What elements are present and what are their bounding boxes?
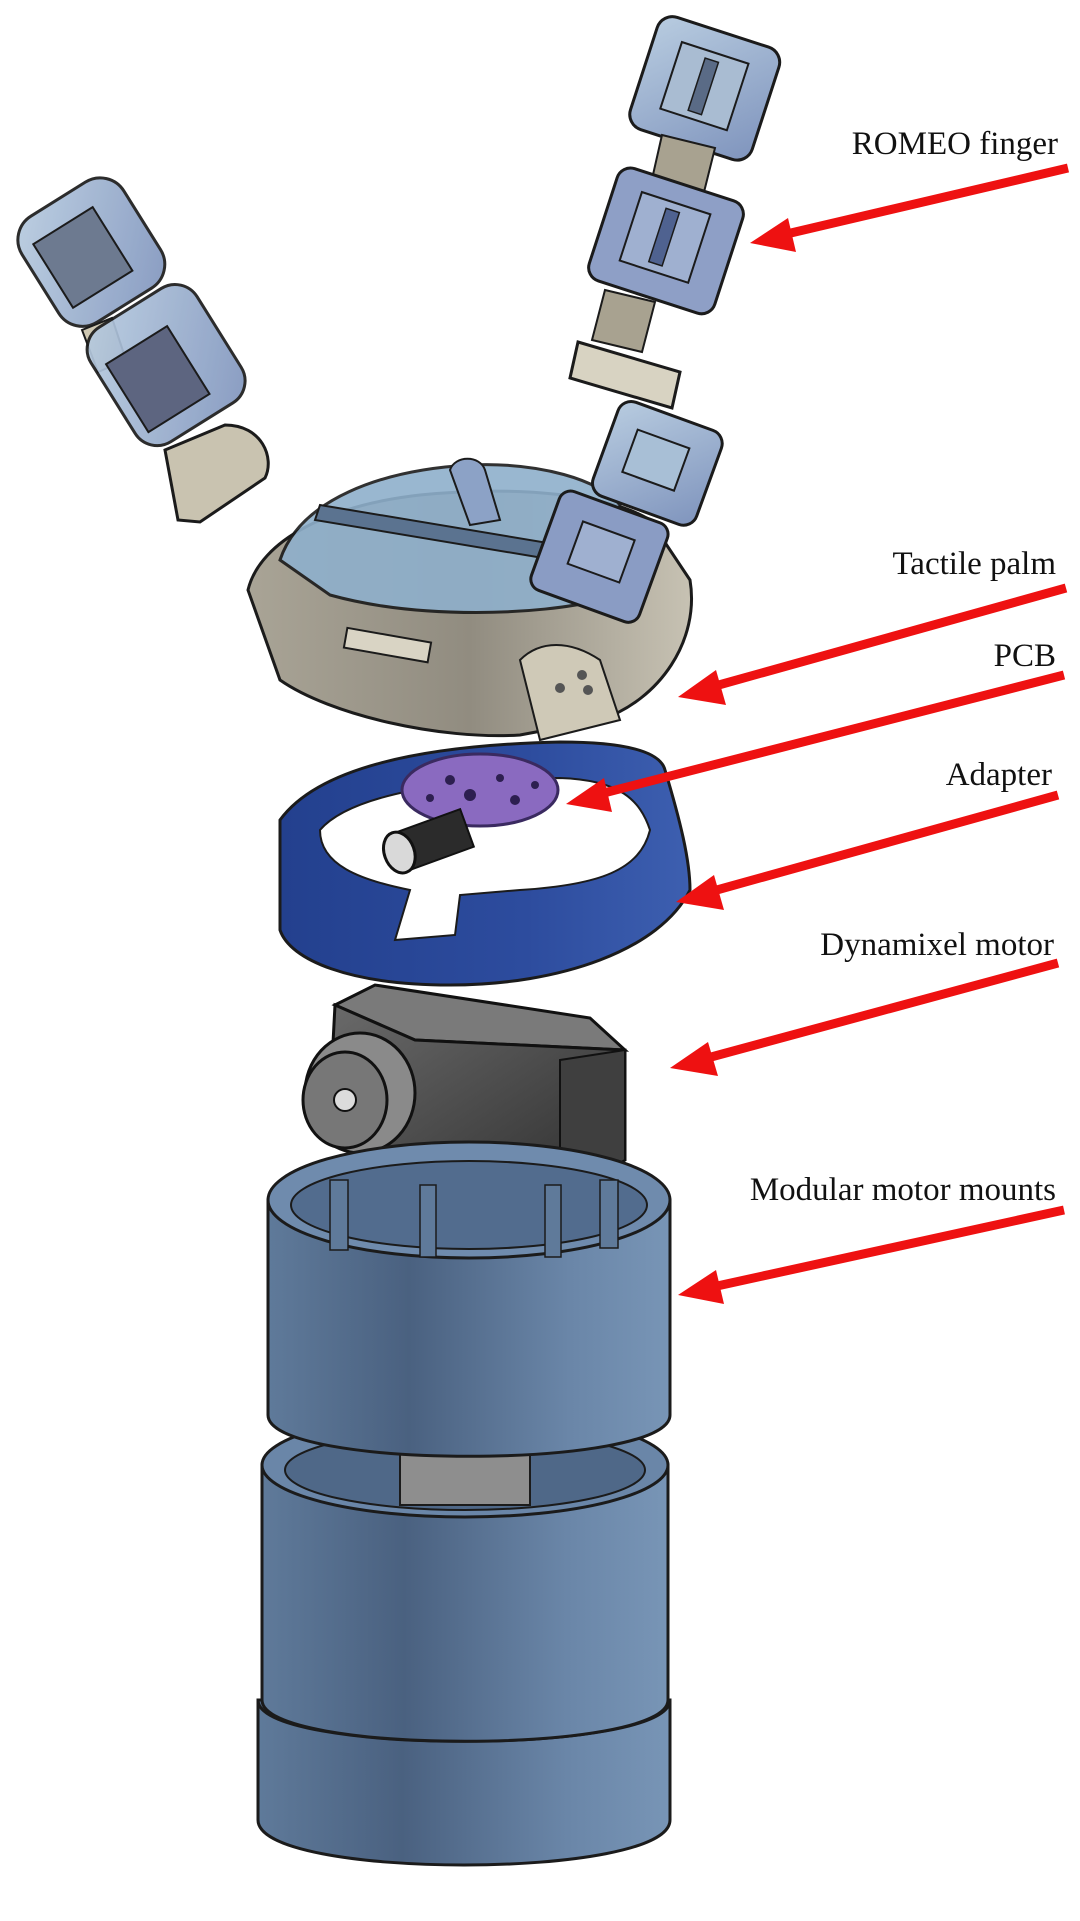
romeo-finger-tip-slot	[687, 57, 720, 116]
mount-rib	[544, 1184, 562, 1258]
mount-rib	[329, 1179, 349, 1251]
label-tactile-palm: Tactile palm	[892, 546, 1056, 582]
arrow-pcb	[566, 670, 1066, 812]
annotation-arrows	[566, 163, 1070, 1304]
pcb-hole	[445, 775, 455, 785]
arrow-adapter	[676, 790, 1060, 910]
arrow-dynamixel-motor	[670, 958, 1060, 1076]
romeo-finger	[568, 15, 782, 410]
pcb-hole	[510, 795, 520, 805]
arrow-modular-motor-mounts	[678, 1205, 1065, 1304]
tactile-palm	[246, 399, 724, 742]
arrow-romeo-finger	[750, 163, 1070, 252]
romeo-finger-link-lower	[590, 288, 657, 354]
mount-top-shell	[266, 1198, 672, 1458]
mount-bottom-shell	[256, 1698, 672, 1867]
palm-hump	[448, 457, 502, 527]
pcb-hole	[464, 789, 476, 801]
palm-screw-hole	[555, 683, 565, 693]
pcb-connector-opening	[382, 830, 417, 875]
pcb-board	[400, 752, 560, 828]
palm-screw-hole	[583, 685, 593, 695]
pcb-hole	[426, 794, 434, 802]
arrow-tactile-palm	[678, 583, 1068, 705]
pcb-hole	[531, 781, 539, 789]
thumb-tip-window	[621, 428, 691, 492]
palm-thumb-mount	[518, 644, 622, 742]
palm-slot	[342, 626, 433, 664]
motor-shaft	[333, 1088, 357, 1112]
label-romeo-finger: ROMEO finger	[851, 126, 1058, 162]
mount-middle-shell	[260, 1463, 670, 1743]
mount-rib	[599, 1179, 619, 1249]
left-finger	[16, 176, 270, 524]
romeo-finger-middle-slot	[647, 207, 681, 267]
label-pcb: PCB	[993, 638, 1056, 674]
left-finger-tip-inner	[31, 205, 134, 310]
mount-middle-motor-visible	[399, 1449, 531, 1506]
left-finger-middle-inner	[104, 324, 211, 434]
mount-rib	[419, 1184, 437, 1258]
label-modular-motor-mounts: Modular motor mounts	[749, 1172, 1056, 1208]
modular-motor-mounts	[256, 1140, 672, 1867]
thumb-middle-window	[566, 520, 636, 584]
pcb-hole	[496, 774, 504, 782]
romeo-finger-base	[568, 340, 682, 410]
left-finger-base	[163, 423, 270, 524]
adapter	[278, 740, 692, 987]
label-adapter: Adapter	[945, 757, 1052, 793]
palm-screw-hole	[577, 670, 587, 680]
label-dynamixel-motor: Dynamixel motor	[820, 927, 1054, 963]
